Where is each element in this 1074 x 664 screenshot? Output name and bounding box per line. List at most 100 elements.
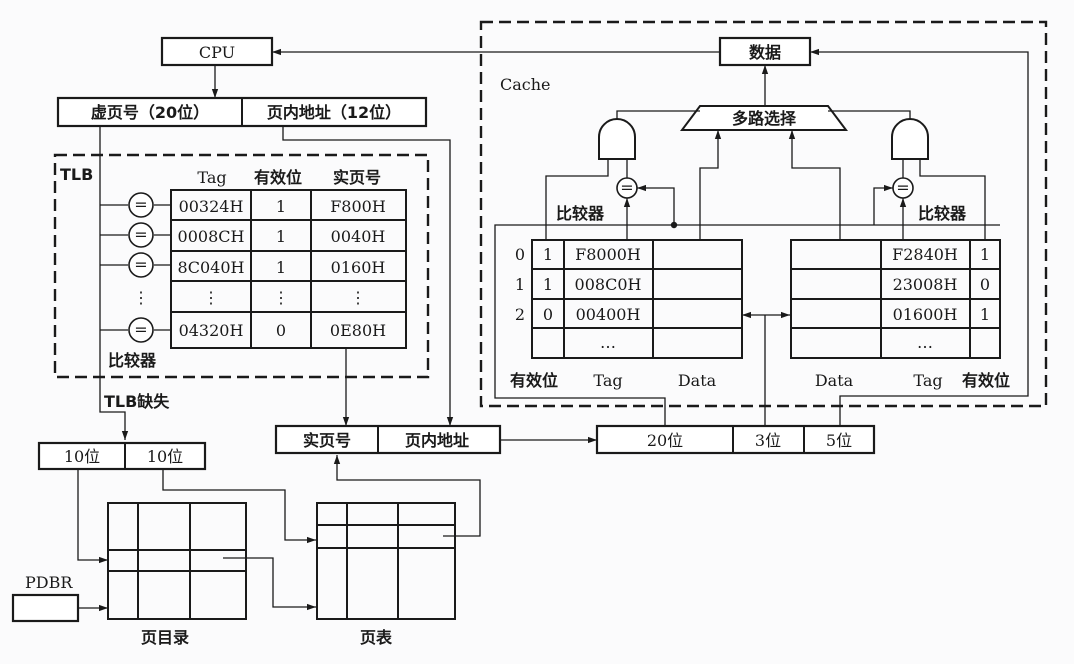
physical-offset-field: 页内地址	[405, 431, 469, 450]
cache-way0-row: …	[600, 333, 616, 352]
vpn-bus-wire	[99, 126, 129, 440]
cpu-box: CPU	[160, 36, 274, 67]
page-offset-field: 页内地址（12位）	[267, 103, 401, 122]
tlb-ppn: 0040H	[331, 227, 386, 246]
set-index: 0	[515, 245, 525, 264]
svg-text:=: =	[896, 178, 909, 197]
multiplexer	[680, 105, 848, 131]
way0-tag: …	[600, 333, 616, 352]
tlb-valid: 1	[276, 258, 286, 277]
tlb-ppn: F800H	[330, 197, 386, 216]
page-directory-table	[107, 502, 247, 620]
way1-valid: 0	[980, 275, 990, 294]
tlb-row: 8C040H 1 0160H	[178, 258, 386, 277]
and-gate-icon	[891, 118, 929, 160]
tlb-tag: 0008CH	[178, 227, 245, 246]
address-tag-wire	[494, 224, 1000, 426]
comparator-ellipsis: ⋮	[133, 288, 149, 307]
tlb-row: 0008CH 1 0040H	[178, 227, 386, 246]
way1-valid: 1	[980, 245, 990, 264]
tlb-ppn: 0160H	[331, 258, 386, 277]
page-table	[316, 502, 456, 620]
tlb-comparator-label: 比较器	[108, 351, 157, 370]
multiplexer-label: 多路选择	[732, 109, 797, 128]
way0-tag: F8000H	[575, 245, 641, 264]
cache-way1-row: …	[917, 333, 933, 352]
cpu-label: CPU	[199, 43, 235, 62]
svg-text:=: =	[134, 225, 147, 244]
cache-title: Cache	[500, 75, 551, 94]
way0-tag: 008C0H	[575, 275, 642, 294]
cache-way0-table	[531, 239, 743, 359]
tlb-tag: 04320H	[179, 321, 244, 340]
tlb-title: TLB	[60, 165, 93, 184]
way1-valid: 1	[980, 305, 990, 324]
tlb-valid: 1	[276, 227, 286, 246]
way1-valid-wire	[919, 159, 986, 240]
tag-to-way0-cmp-wire	[637, 184, 675, 225]
table-index-field: 10位	[147, 447, 183, 466]
tlb-tag: 00324H	[179, 197, 244, 216]
hit-way0-wire	[616, 110, 700, 119]
tlb-tag: ⋮	[203, 288, 219, 307]
block-offset-wire	[810, 48, 1029, 426]
way0-valid: 1	[543, 245, 553, 264]
svg-text:=: =	[620, 178, 633, 197]
vpn-field: 虚页号（20位）	[91, 103, 209, 122]
cache-way0-row: 1 008C0H	[543, 275, 642, 294]
way1-tag: 01600H	[893, 305, 958, 324]
page-table-label: 页表	[360, 628, 393, 647]
cache-way1-row: 23008H 0	[893, 275, 991, 294]
way1-tag: 23008H	[893, 275, 958, 294]
physical-ppn-field: 实页号	[303, 431, 351, 450]
way1-footer-valid: 有效位	[962, 371, 1010, 390]
tlb-table	[170, 189, 407, 349]
way0-valid: 1	[543, 275, 553, 294]
equal-comparator-icon	[128, 192, 154, 218]
tlb-tag: 8C040H	[178, 258, 245, 277]
cache-comparator-label-right: 比较器	[918, 204, 967, 223]
cache-tag-field: 20位	[647, 431, 683, 450]
way1-footer-data: Data	[815, 371, 854, 390]
way0-footer-valid: 有效位	[510, 371, 558, 390]
way0-footer-tag: Tag	[593, 371, 622, 390]
way1-data-to-mux-wire	[788, 130, 841, 240]
set-index: 2	[515, 305, 525, 324]
cache-address-register: 20位 3位 5位	[595, 424, 876, 455]
tlb-valid: ⋮	[273, 288, 289, 307]
way1-footer-tag: Tag	[913, 371, 942, 390]
hit-way1-wire	[828, 110, 911, 119]
table-index-wire	[162, 469, 316, 544]
page-directory-label: 页目录	[141, 628, 189, 647]
set-index: 1	[515, 275, 525, 294]
tlb-row: 04320H 0 0E80H	[179, 321, 387, 340]
page-walk-register: 10位 10位	[37, 441, 207, 471]
cache-way1-row: 01600H 1	[893, 305, 991, 324]
tlb-comparators: = = = ⋮ =	[100, 192, 171, 343]
tag-to-way1-cmp-wire	[873, 184, 893, 225]
cache-boundary	[479, 20, 1048, 408]
cache-way1-table	[790, 239, 1001, 359]
cache-index-field: 3位	[755, 431, 781, 450]
tlb-header-ppn: 实页号	[333, 168, 381, 187]
offset-passthrough-wire	[282, 126, 454, 426]
cache-block-offset-field: 5位	[826, 431, 852, 450]
tlb-ppn: ⋮	[350, 288, 366, 307]
physical-address-register: 实页号 页内地址	[274, 424, 502, 455]
tlb-miss-label: TLB缺失	[104, 392, 170, 411]
way0-footer-data: Data	[678, 371, 717, 390]
tlb-valid: 0	[276, 321, 286, 340]
cache-way1-row: F2840H 1	[892, 245, 990, 264]
virtual-address-register: 虚页号（20位） 页内地址（12位）	[56, 96, 428, 128]
page-table-entry-wire	[333, 455, 481, 537]
equal-comparator-icon	[128, 222, 154, 248]
tlb-header-valid: 有效位	[254, 168, 302, 187]
way0-data-to-mux-wire	[699, 130, 722, 240]
cache-way0-row: 0 00400H	[543, 305, 641, 324]
and-gate-icon	[598, 118, 636, 160]
cache-way0-row: 1 F8000H	[543, 245, 641, 264]
way0-valid-wire	[545, 159, 609, 240]
svg-text:=: =	[134, 320, 147, 339]
equal-comparator-icon	[128, 317, 154, 343]
